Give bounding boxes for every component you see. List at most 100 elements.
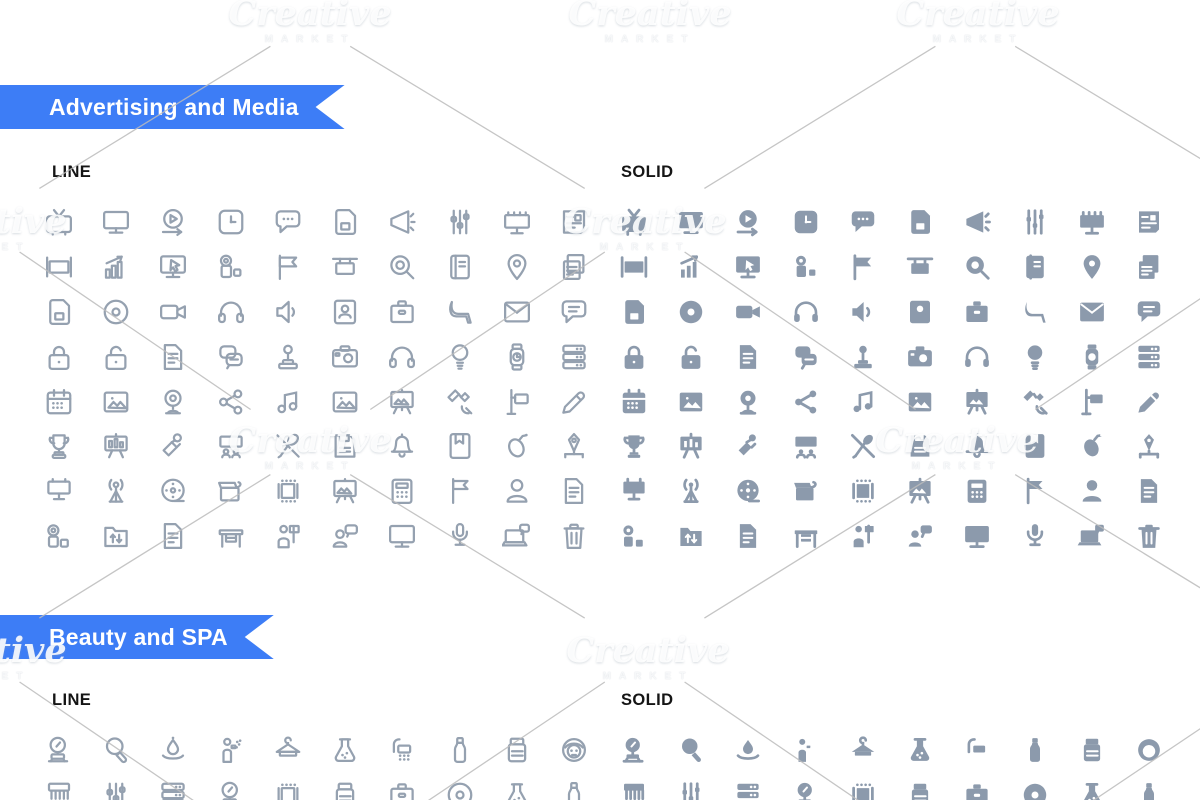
icon-cell-headset bbox=[374, 334, 431, 379]
icon-cell-towel-stack bbox=[145, 773, 202, 800]
icon-cell-megaphone bbox=[949, 200, 1006, 245]
wall-clock-icon bbox=[218, 210, 243, 235]
icon-cell-monitor-cursor bbox=[720, 245, 777, 290]
edit-document-icon bbox=[740, 524, 757, 548]
equalizer-icon bbox=[450, 210, 470, 235]
icon-cell-edit-document bbox=[720, 514, 777, 559]
icon-cell-hairbrush bbox=[662, 773, 719, 800]
spray-person-icon bbox=[221, 738, 241, 764]
presentation-chart-icon bbox=[104, 433, 128, 459]
video-camera-icon bbox=[160, 304, 187, 320]
file-transfer-icon bbox=[104, 526, 128, 548]
video-recorder-icon bbox=[46, 524, 69, 548]
icon-cell-perfume-spray bbox=[1063, 773, 1120, 800]
icon-cell-trophy bbox=[30, 424, 87, 469]
icon-cell-save-file bbox=[891, 424, 948, 469]
joystick-icon bbox=[277, 344, 298, 370]
equalizer-icon bbox=[1026, 209, 1044, 236]
section-title: Advertising and Media bbox=[49, 93, 299, 120]
memory-card-icon bbox=[48, 298, 70, 325]
hair-straightener-icon bbox=[852, 783, 874, 800]
archive-drawer-icon bbox=[390, 300, 415, 324]
hand-mirror-icon bbox=[105, 737, 127, 764]
icon-cell-file-transfer bbox=[662, 514, 719, 559]
towel-stack-icon bbox=[161, 782, 185, 800]
beauty-solid-icon-grid bbox=[605, 728, 1178, 800]
icon-cell-perfume-spray bbox=[488, 773, 545, 800]
icon-cell-microphone-off bbox=[834, 424, 891, 469]
photo-easel-icon bbox=[909, 477, 931, 504]
icon-cell-hanging-sign bbox=[316, 245, 373, 290]
podium-audience-icon bbox=[794, 437, 817, 459]
icon-cell-spa-flask bbox=[316, 728, 373, 773]
beauty-line-icon-grid bbox=[30, 728, 603, 800]
server-rack-icon bbox=[562, 344, 587, 370]
icon-cell-hanger bbox=[834, 728, 891, 773]
icon-cell-billboard bbox=[1063, 200, 1120, 245]
pencil-icon bbox=[1138, 392, 1160, 413]
powder-compact-icon bbox=[1023, 783, 1046, 800]
calendar-icon bbox=[621, 388, 646, 413]
notification-bell-icon bbox=[966, 433, 989, 459]
street-banner-icon bbox=[45, 256, 72, 278]
user-comment-icon bbox=[332, 524, 359, 548]
chat-bubbles-icon bbox=[218, 345, 243, 370]
icon-cell-trash-bin bbox=[546, 514, 603, 559]
icon-cell-comb bbox=[605, 773, 662, 800]
cd-disc-icon bbox=[103, 299, 129, 325]
icon-cell-video-recorder bbox=[30, 514, 87, 559]
wall-clock-icon bbox=[794, 211, 817, 234]
chat-lines-icon bbox=[561, 300, 587, 324]
laptop-message-icon bbox=[1077, 524, 1104, 546]
icon-cell-presentation-image bbox=[949, 379, 1006, 424]
face-mask-icon bbox=[562, 738, 587, 763]
megaphone-icon bbox=[966, 211, 992, 234]
cd-disc-icon bbox=[679, 300, 703, 324]
billboard-icon bbox=[1080, 211, 1104, 236]
video-recorder-icon bbox=[623, 525, 643, 547]
icon-cell-pencil bbox=[546, 379, 603, 424]
icon-cell-studio-mic bbox=[1006, 514, 1063, 559]
protest-user-icon bbox=[853, 524, 874, 548]
icon-cell-photo-camera bbox=[316, 334, 373, 379]
envelope-icon bbox=[504, 301, 531, 323]
webcam-icon bbox=[739, 390, 757, 415]
monitor-icon bbox=[679, 212, 703, 235]
towel-roll-icon bbox=[966, 784, 989, 800]
icon-cell-radio-antenna bbox=[87, 469, 144, 514]
icon-cell-user-profile bbox=[488, 469, 545, 514]
text-document-icon bbox=[565, 478, 584, 505]
icon-cell-video-camera bbox=[145, 290, 202, 335]
headphones-icon bbox=[217, 301, 244, 324]
picture-icon bbox=[103, 391, 129, 413]
icon-cell-microphone-off bbox=[259, 424, 316, 469]
computer-mouse-icon bbox=[1084, 434, 1103, 457]
icon-cell-salon-mirror bbox=[202, 773, 259, 800]
comb-icon bbox=[623, 783, 644, 800]
icon-cell-bookmark-book bbox=[431, 424, 488, 469]
icon-cell-share-network bbox=[202, 379, 259, 424]
icon-cell-soap bbox=[316, 773, 373, 800]
salon-mirror-icon bbox=[221, 781, 238, 800]
watermark-caps-text: MARKET bbox=[932, 34, 1024, 45]
icon-cell-map-pin bbox=[1063, 245, 1120, 290]
icon-cell-shower bbox=[949, 728, 1006, 773]
loudspeaker-icon bbox=[852, 301, 870, 322]
icon-cell-laptop-message bbox=[1063, 514, 1120, 559]
growth-chart-icon bbox=[104, 255, 123, 279]
icon-cell-location-flag bbox=[431, 469, 488, 514]
icon-cell-pen-tool bbox=[1121, 424, 1178, 469]
trash-bin-icon bbox=[1138, 524, 1161, 548]
icon-cell-contact-card bbox=[891, 290, 948, 335]
loudspeaker-icon bbox=[276, 300, 295, 324]
icon-cell-picture bbox=[87, 379, 144, 424]
icon-cell-soap bbox=[891, 773, 948, 800]
film-frame-icon bbox=[852, 479, 874, 503]
icon-cell-megaphone bbox=[374, 200, 431, 245]
map-pin-icon bbox=[507, 254, 527, 281]
icon-cell-spa-flask bbox=[891, 728, 948, 773]
